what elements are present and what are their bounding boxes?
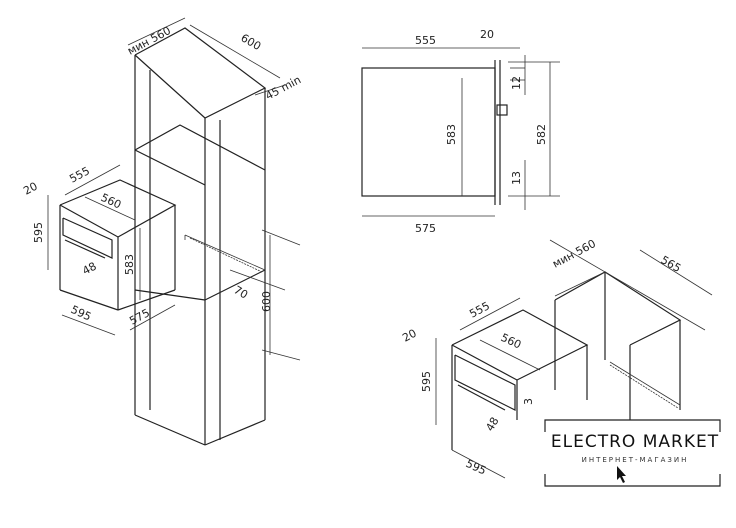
label-12: 12 — [510, 76, 523, 90]
label-3: 3 — [522, 398, 535, 405]
label-niche-600: 600 — [260, 291, 273, 312]
label-20: 20 — [21, 180, 39, 198]
logo-subtitle: ИНТЕРНЕТ-МАГАЗИН — [581, 456, 689, 464]
oven-left: 20 555 560 595 583 48 595 575 — [21, 164, 177, 336]
label-vent-70: 70 — [232, 283, 251, 301]
logo: ELECTRO MARKET ИНТЕРНЕТ-МАГАЗИН — [535, 420, 735, 486]
label-20: 20 — [400, 327, 418, 345]
label-bottom-575: 575 — [415, 222, 436, 235]
label-560: 560 — [99, 191, 124, 212]
label-555: 555 — [467, 299, 492, 320]
side-view: 555 20 583 12 13 582 575 — [361, 28, 560, 235]
label-gap-45: 45 min — [263, 73, 303, 102]
label-front-20: 20 — [480, 28, 494, 41]
label-583: 583 — [445, 124, 458, 145]
label-depth-600: 600 — [239, 31, 264, 53]
label-48: 48 — [80, 260, 98, 278]
label-565: 565 — [659, 253, 684, 275]
label-595-width: 595 — [69, 303, 94, 324]
logo-frame — [544, 419, 721, 487]
label-48: 48 — [483, 415, 501, 434]
label-min-width: мин 560 — [125, 24, 173, 58]
label-13: 13 — [510, 171, 523, 185]
label-560: 560 — [499, 331, 524, 352]
label-595-height: 595 — [32, 222, 45, 243]
label-top-555: 555 — [415, 34, 436, 47]
label-582: 582 — [535, 124, 548, 145]
label-583: 583 — [123, 254, 136, 275]
cursor-icon — [617, 466, 626, 483]
logo-title: ELECTRO MARKET — [550, 432, 720, 452]
label-595-width: 595 — [464, 457, 489, 478]
label-min-560: мин 560 — [550, 237, 598, 271]
tall-cabinet: мин 560 600 45 min 70 600 — [125, 17, 303, 446]
label-595-height: 595 — [420, 371, 433, 392]
